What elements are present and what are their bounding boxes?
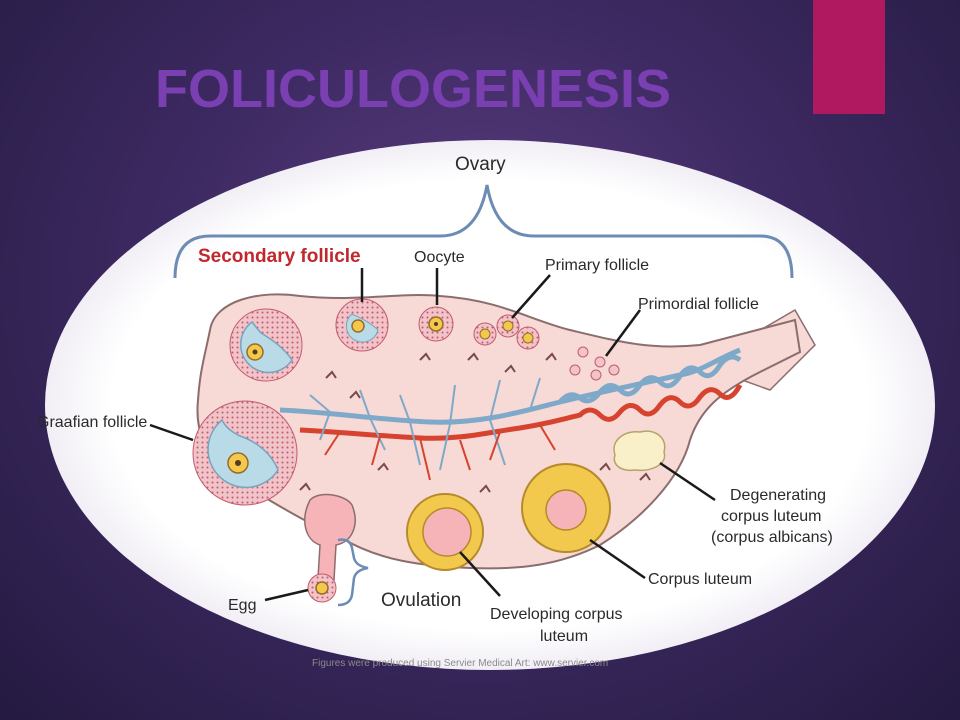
vein — [279, 347, 741, 425]
slide-title: FOLICULOGENESIS — [155, 59, 672, 119]
corpus-luteum — [521, 463, 611, 553]
label-secondary-follicle: Secondary follicle — [198, 246, 361, 267]
accent-bar — [813, 0, 885, 114]
ovulating-follicle — [304, 493, 356, 603]
label-egg: Egg — [228, 597, 256, 614]
label-degenerating-2: corpus luteum — [721, 508, 822, 525]
label-ovary: Ovary — [455, 154, 506, 175]
primordial-ticks — [299, 352, 651, 493]
vessel-branches — [309, 377, 556, 481]
label-primordial-follicle: Primordial follicle — [638, 296, 759, 313]
label-oocyte: Oocyte — [414, 249, 465, 266]
ovulation-brace — [337, 538, 369, 607]
credit-text: Figures were produced using Servier Medi… — [312, 658, 608, 669]
label-ovulation: Ovulation — [381, 590, 461, 611]
label-corpus-luteum: Corpus luteum — [648, 571, 752, 588]
label-developing-2: luteum — [540, 628, 588, 645]
secondary-follicle — [335, 298, 389, 352]
oocyte-follicle — [418, 306, 454, 342]
primordial-follicles — [569, 346, 620, 381]
label-developing-1: Developing corpus — [490, 606, 623, 623]
label-degenerating-1: Degenerating — [730, 487, 826, 504]
corpus-albicans — [613, 430, 666, 472]
label-primary-follicle: Primary follicle — [545, 257, 649, 274]
primary-follicles — [473, 314, 540, 350]
label-graafian-follicle: Graafian follicle — [37, 414, 147, 431]
developing-corpus-luteum — [406, 493, 484, 571]
artery — [299, 383, 743, 441]
graafian-follicle — [192, 400, 298, 506]
ovary-bracket — [173, 184, 794, 279]
leader-lines — [149, 268, 716, 602]
label-degenerating-3: (corpus albicans) — [711, 529, 833, 546]
secondary-follicle-large — [229, 308, 303, 382]
vein-wave — [558, 354, 742, 404]
